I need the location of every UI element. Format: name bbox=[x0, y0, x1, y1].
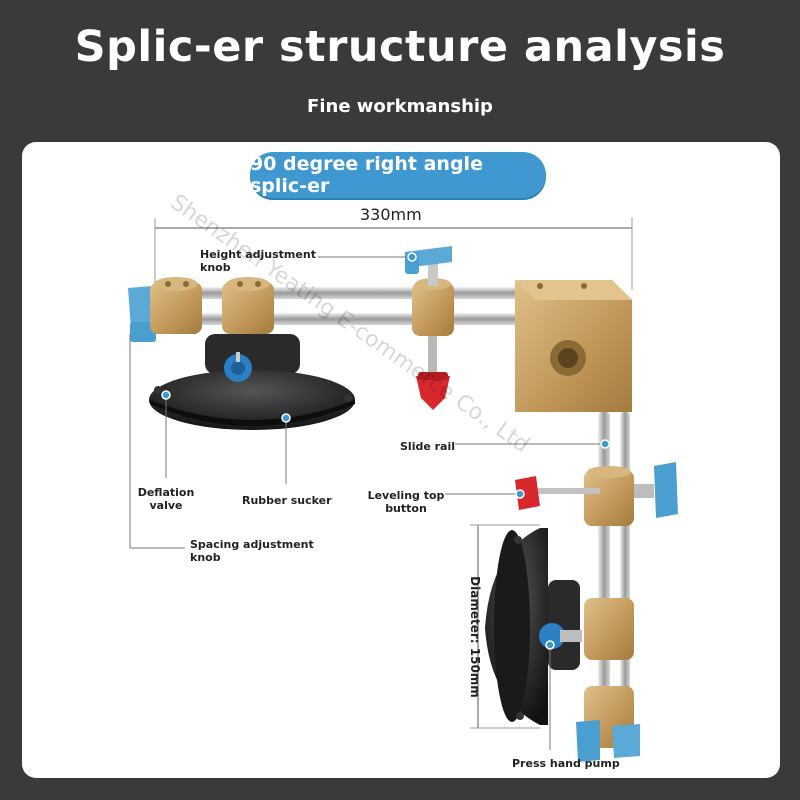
leveling-assembly bbox=[515, 462, 678, 526]
page-subtitle: Fine workmanship bbox=[307, 96, 493, 117]
label-spacing-adjustment-knob: Spacing adjustment knob bbox=[190, 538, 314, 564]
label-deflation-valve: Deflation valve bbox=[137, 486, 195, 512]
diagram-card bbox=[22, 142, 780, 778]
label-leveling-top-button: Leveling top button bbox=[367, 489, 445, 515]
height-adjust-block bbox=[405, 246, 454, 410]
callout-leaders bbox=[129, 256, 605, 750]
width-dimension-label: 330mm bbox=[360, 205, 422, 224]
left-end-cap bbox=[128, 286, 156, 342]
diameter-dimension-label: Diameter: 150mm bbox=[468, 576, 482, 698]
left-suction-cup bbox=[149, 334, 355, 430]
label-height-adjustment-knob: Height adjustment knob bbox=[200, 248, 316, 274]
page-title: Splic-er structure analysis bbox=[74, 22, 726, 72]
right-angle-head bbox=[515, 280, 632, 412]
left-clamp-blocks bbox=[150, 277, 274, 334]
label-rubber-sucker: Rubber sucker bbox=[242, 494, 332, 507]
label-press-hand-pump: Press hand pump bbox=[512, 757, 620, 770]
model-badge: 90 degree right angle splic-er bbox=[250, 152, 546, 198]
diameter-dimension-line bbox=[470, 524, 540, 729]
label-slide-rail: Slide rail bbox=[400, 440, 456, 453]
callout-dots bbox=[161, 252, 610, 650]
lower-clamp-blocks bbox=[576, 598, 640, 762]
right-suction-cup bbox=[485, 528, 582, 725]
